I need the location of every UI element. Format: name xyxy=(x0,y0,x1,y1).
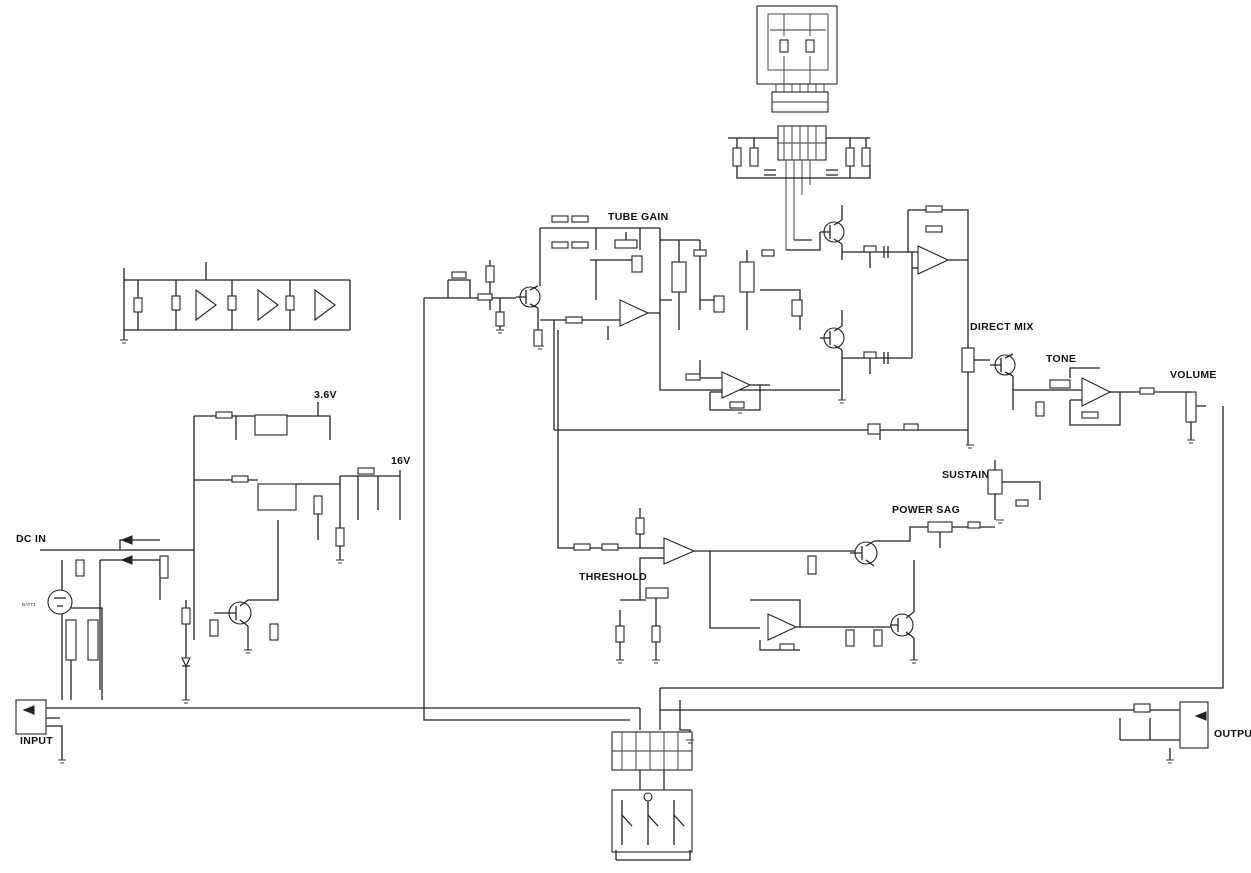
spare-buffer-row xyxy=(123,262,351,340)
input-buffer-jfet xyxy=(516,285,541,309)
footswitch xyxy=(611,770,693,861)
zener-diode xyxy=(181,600,191,700)
input-label: INPUT xyxy=(20,735,53,747)
direct-mix-pot xyxy=(961,347,990,373)
svg-text:BATT1: BATT1 xyxy=(22,602,36,607)
output-jack xyxy=(660,701,1209,760)
sag-comparator-opamp xyxy=(750,599,895,651)
tone-label: TONE xyxy=(1046,353,1076,365)
battery: BATT1 xyxy=(22,589,73,615)
dc-in-label: DC IN xyxy=(16,533,46,545)
rail-3v6-label: 3.6V xyxy=(314,389,337,401)
volume-label: VOLUME xyxy=(1170,369,1217,381)
tube-gain-pot xyxy=(614,232,638,249)
threshold-opamp xyxy=(573,508,860,629)
tube-gain-opamp xyxy=(619,299,650,327)
direct-mix-label: DIRECT MIX xyxy=(970,321,1034,333)
tube-connector xyxy=(777,125,827,250)
sag-transistor-lower xyxy=(807,555,915,660)
ground-symbols xyxy=(58,329,1195,764)
direct-mix-transistor xyxy=(990,353,1016,377)
tone-shaping-network xyxy=(660,240,803,330)
summing-opamp xyxy=(907,205,969,420)
sag-transistor-upper xyxy=(850,526,928,567)
feedback-opamp xyxy=(685,360,770,411)
threshold-label: THRESHOLD xyxy=(579,571,647,583)
sustain-pot xyxy=(987,460,1041,520)
rail-16v-label: 16V xyxy=(391,455,411,467)
power-sag-pot xyxy=(927,521,995,548)
tube-gain-label: TUBE GAIN xyxy=(608,211,668,223)
dc-in-jack xyxy=(40,535,194,700)
sustain-label: SUSTAIN xyxy=(942,469,989,481)
bottom-connector xyxy=(611,731,693,771)
input-jack xyxy=(15,699,640,760)
supply-transistor xyxy=(209,520,279,650)
output-transistor-upper xyxy=(820,219,845,245)
regulator-3v6 xyxy=(193,402,331,640)
threshold-pot xyxy=(615,587,669,660)
volume-pot xyxy=(1180,391,1206,440)
output-label: OUTPUT xyxy=(1214,728,1251,740)
tone-pot xyxy=(1049,379,1071,389)
regulator-16v xyxy=(194,467,401,560)
output-transistor-lower xyxy=(820,325,845,351)
tone-opamp xyxy=(1035,367,1180,426)
protection-diodes xyxy=(65,607,103,700)
vacuum-tube-socket xyxy=(756,5,838,113)
tube-supply-decoupling xyxy=(728,137,871,179)
power-sag-label: POWER SAG xyxy=(892,504,960,516)
